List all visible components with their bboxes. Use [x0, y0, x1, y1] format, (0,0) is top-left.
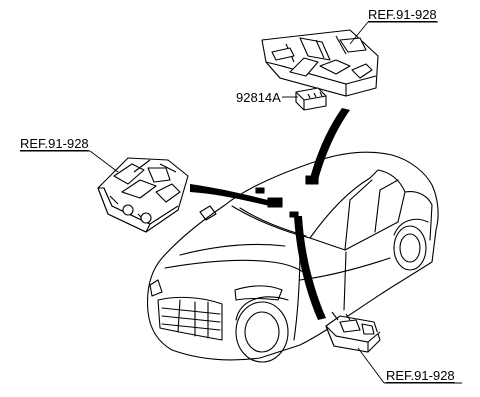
callout-lines — [20, 21, 462, 384]
overhead-console-top — [261, 29, 379, 97]
part-number-label: 92814A — [236, 90, 281, 105]
lamp-assembly-bottom — [325, 311, 381, 353]
connector-92814A — [295, 87, 327, 111]
leader-arrows — [190, 108, 350, 320]
car-illustration — [146, 151, 439, 363]
overhead-console-left — [97, 157, 189, 233]
ref-label-bottom[interactable]: REF.91-928 — [386, 368, 455, 383]
ref-label-left[interactable]: REF.91-928 — [20, 136, 89, 151]
ref-label-top[interactable]: REF.91-928 — [368, 7, 437, 22]
